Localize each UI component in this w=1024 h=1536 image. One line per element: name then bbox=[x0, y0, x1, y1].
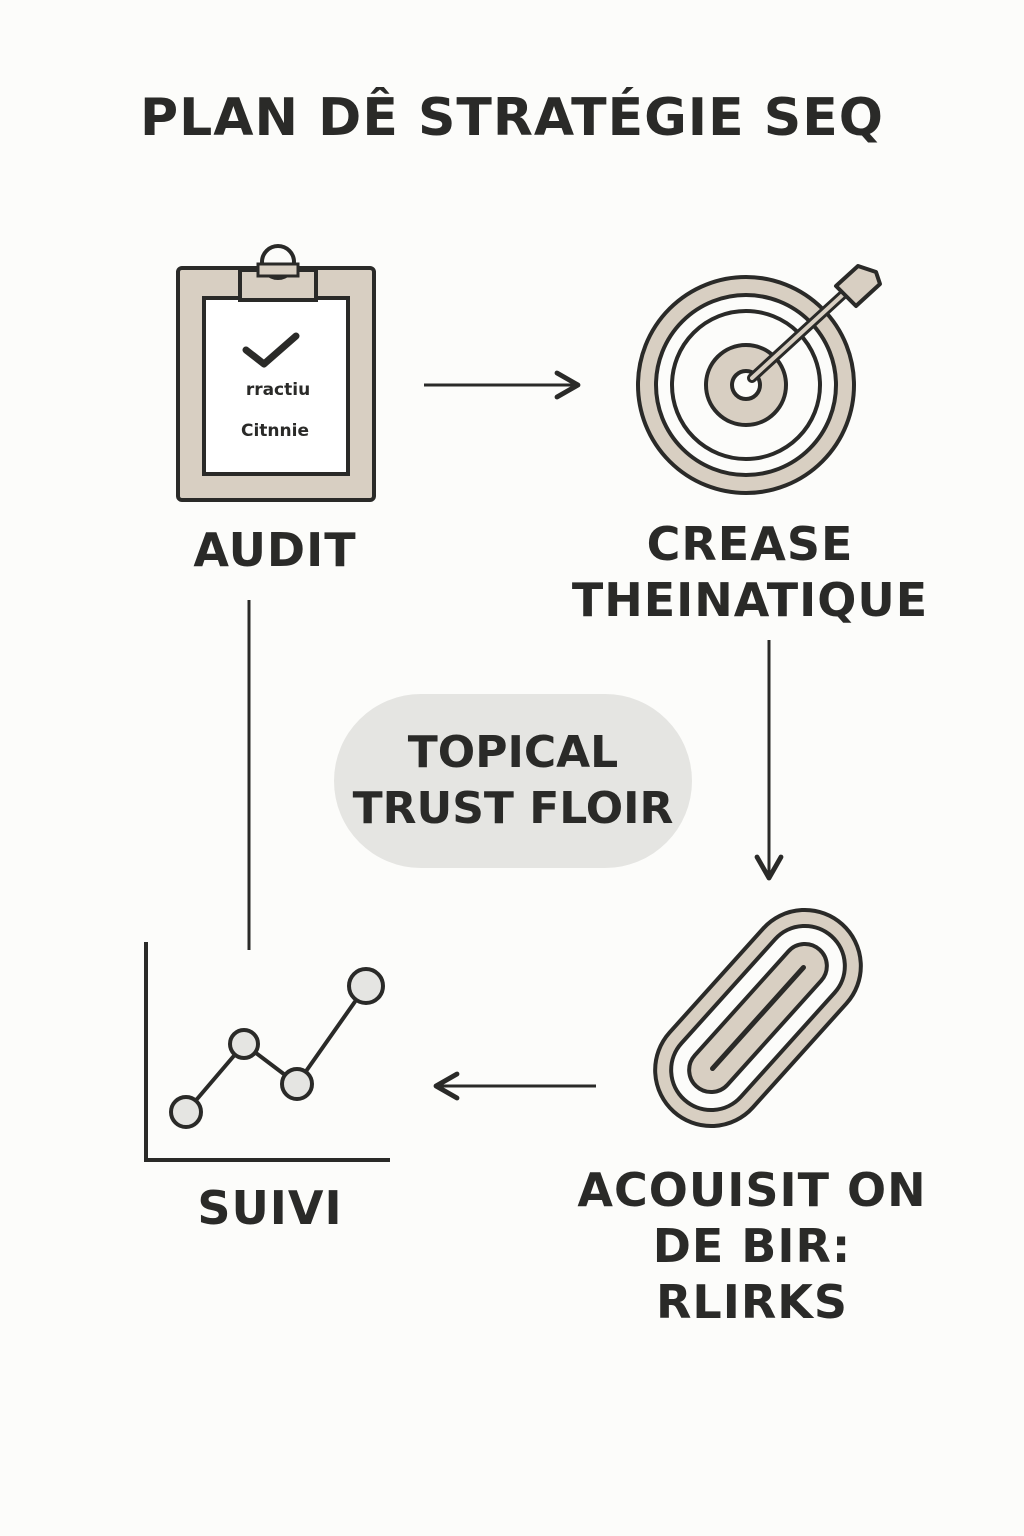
label-suivi: SUIVI bbox=[197, 1181, 343, 1235]
link-icon bbox=[653, 907, 863, 1129]
center-line-1: TOPICAL bbox=[407, 727, 619, 778]
line-chart-icon bbox=[144, 942, 390, 1162]
label-audit: AUDIT bbox=[193, 523, 357, 577]
diagram-title: PLAN DÊ STRATÉGIE SEQ bbox=[140, 88, 884, 148]
clipboard-line-2: Citnnie bbox=[241, 421, 309, 441]
label-creation: CREASE THEINATIQUE bbox=[571, 517, 929, 627]
checkmark-icon bbox=[242, 332, 300, 368]
clipboard-line-1: rractiu bbox=[246, 380, 310, 400]
center-topic-pill: TOPICAL TRUST FLOIR bbox=[334, 694, 692, 868]
center-line-2: TRUST FLOIR bbox=[352, 783, 674, 834]
label-acquisition: ACOUISIT ON DE BIR: RLIRKS bbox=[577, 1163, 927, 1329]
target-icon bbox=[636, 264, 882, 495]
clipboard-icon: rractiu Citnnie bbox=[176, 244, 376, 502]
